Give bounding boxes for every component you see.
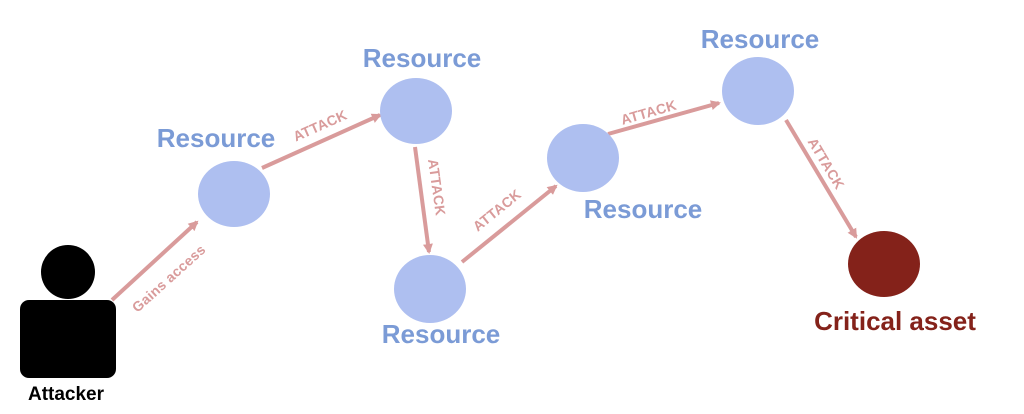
- node-label: Resource: [363, 43, 482, 73]
- edge-label-gains-access: Gains access: [129, 241, 209, 315]
- node-resource-2: Resource: [363, 43, 482, 144]
- node-label: Resource: [584, 194, 703, 224]
- edge-label-attack-1: ATTACK: [291, 106, 350, 144]
- node-label: Critical asset: [814, 306, 976, 336]
- node-resource-1: Resource: [157, 123, 276, 227]
- node-circle: [722, 57, 794, 125]
- node-label: Resource: [701, 24, 820, 54]
- edge-r1-r2: [261, 113, 382, 170]
- attacker: Attacker: [20, 245, 116, 405]
- person-icon: [20, 245, 116, 378]
- edge-lines: [110, 100, 858, 302]
- edge-r5-critical: [784, 118, 858, 239]
- edge-r2-r3: [413, 146, 433, 254]
- node-resource-4: Resource: [547, 124, 702, 224]
- edge-r4-r5: [607, 100, 721, 136]
- node-resource-3: Resource: [382, 255, 501, 349]
- node-circle: [547, 124, 619, 192]
- node-critical-asset: Critical asset: [814, 231, 976, 336]
- node-circle: [380, 78, 452, 144]
- node-circle: [198, 161, 270, 227]
- node-resource-5: Resource: [701, 24, 820, 125]
- node-circle: [848, 231, 920, 297]
- node-label: Resource: [382, 319, 501, 349]
- node-label: Resource: [157, 123, 276, 153]
- node-circle: [394, 255, 466, 323]
- edge-label-attack-2: ATTACK: [425, 158, 449, 217]
- edge-r3-r4: [460, 184, 558, 264]
- edge-attacker-r1: [110, 220, 199, 302]
- attacker-label: Attacker: [28, 384, 105, 405]
- edge-label-attack-3: ATTACK: [470, 186, 525, 234]
